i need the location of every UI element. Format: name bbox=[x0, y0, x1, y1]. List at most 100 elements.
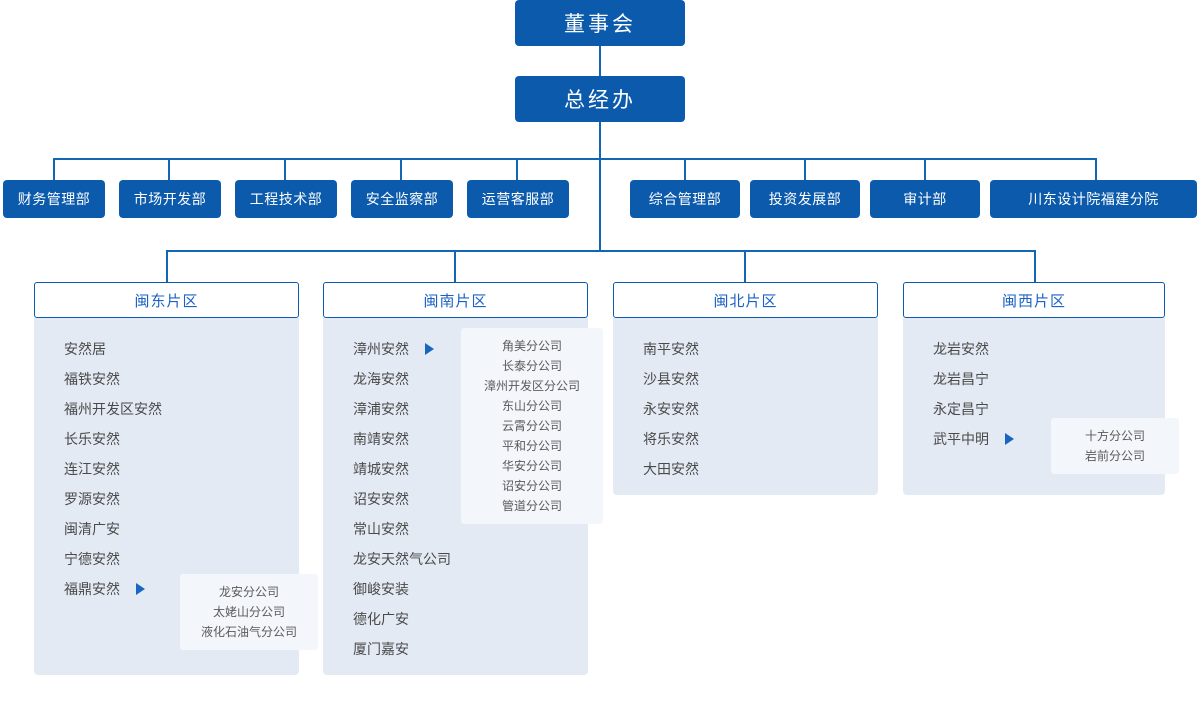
connector-gm-trunk-lower bbox=[599, 160, 601, 250]
sub-branch-item[interactable]: 漳州开发区分公司 bbox=[483, 379, 580, 393]
list-item[interactable]: 福鼎安然 bbox=[64, 574, 162, 604]
sub-branch-item[interactable]: 液化石油气分公司 bbox=[200, 625, 297, 639]
list-item[interactable]: 将乐安然 bbox=[643, 424, 699, 454]
list-item[interactable]: 大田安然 bbox=[643, 454, 699, 484]
sub-branch-item[interactable]: 长泰分公司 bbox=[501, 359, 562, 373]
member-name: 罗源安然 bbox=[64, 491, 120, 507]
member-name: 福铁安然 bbox=[64, 371, 120, 387]
sub-branch-item[interactable]: 平和分公司 bbox=[501, 439, 562, 453]
department-box-audit[interactable]: 审计部 bbox=[870, 180, 980, 218]
sub-branch-item[interactable]: 岩前分公司 bbox=[1084, 449, 1145, 463]
member-name: 龙海安然 bbox=[353, 371, 409, 387]
connector-board-to-gm bbox=[599, 46, 601, 76]
department-box-general-management[interactable]: 综合管理部 bbox=[630, 180, 740, 218]
board-of-directors-box[interactable]: 董事会 bbox=[515, 0, 685, 46]
list-item[interactable]: 南平安然 bbox=[643, 334, 699, 364]
general-manager-office-label: 总经办 bbox=[564, 89, 636, 112]
member-name: 南靖安然 bbox=[353, 431, 409, 447]
department-box-chuandong-design-institute-fujian[interactable]: 川东设计院福建分院 bbox=[990, 180, 1197, 218]
list-item[interactable]: 罗源安然 bbox=[64, 484, 162, 514]
sub-branch-item[interactable]: 华安分公司 bbox=[501, 459, 562, 473]
list-item[interactable]: 龙岩安然 bbox=[933, 334, 1014, 364]
list-item[interactable]: 安然居 bbox=[64, 334, 162, 364]
department-box-market-development[interactable]: 市场开发部 bbox=[119, 180, 221, 218]
list-item[interactable]: 德化广安 bbox=[353, 604, 451, 634]
sub-branch-item[interactable]: 十方分公司 bbox=[1084, 429, 1145, 443]
list-item[interactable]: 南靖安然 bbox=[353, 424, 451, 454]
list-item[interactable]: 厦门嘉安 bbox=[353, 634, 451, 664]
connector-drop-dept-1 bbox=[53, 158, 55, 180]
board-of-directors-label: 董事会 bbox=[564, 13, 636, 36]
department-box-investment-development[interactable]: 投资发展部 bbox=[750, 180, 860, 218]
member-name: 德化广安 bbox=[353, 611, 409, 627]
list-item[interactable]: 福州开发区安然 bbox=[64, 394, 162, 424]
list-item[interactable]: 长乐安然 bbox=[64, 424, 162, 454]
district-title: 闽西片区 bbox=[1001, 292, 1066, 310]
list-item[interactable]: 龙岩昌宁 bbox=[933, 364, 1014, 394]
member-name: 漳州安然 bbox=[353, 341, 409, 357]
district-header-minbei[interactable]: 闽北片区 bbox=[613, 282, 878, 318]
department-label: 审计部 bbox=[903, 191, 947, 207]
member-name: 福鼎安然 bbox=[64, 581, 120, 597]
sub-branch-item[interactable]: 云霄分公司 bbox=[501, 419, 562, 433]
member-name: 永安安然 bbox=[643, 401, 699, 417]
sub-branch-item[interactable]: 诏安分公司 bbox=[501, 479, 562, 493]
list-item[interactable]: 闽清广安 bbox=[64, 514, 162, 544]
connector-drop-dept-6 bbox=[684, 158, 686, 180]
connector-drop-dept-3 bbox=[284, 158, 286, 180]
connector-drop-dept-5 bbox=[516, 158, 518, 180]
list-item[interactable]: 龙海安然 bbox=[353, 364, 451, 394]
department-box-engineering-technology[interactable]: 工程技术部 bbox=[235, 180, 337, 218]
list-item[interactable]: 漳州安然 bbox=[353, 334, 451, 364]
expand-arrow-icon[interactable] bbox=[425, 343, 434, 355]
district-header-minnan[interactable]: 闽南片区 bbox=[323, 282, 588, 318]
connector-drop-district-4 bbox=[1034, 250, 1036, 282]
department-label: 财务管理部 bbox=[17, 191, 91, 207]
district-title: 闽东片区 bbox=[134, 292, 199, 310]
connector-drop-dept-4 bbox=[400, 158, 402, 180]
expand-arrow-icon[interactable] bbox=[136, 583, 145, 595]
list-item[interactable]: 常山安然 bbox=[353, 514, 451, 544]
list-item[interactable]: 永安安然 bbox=[643, 394, 699, 424]
subpanel-wuping-zhongming: 十方分公司 岩前分公司 bbox=[1051, 418, 1179, 474]
member-name: 宁德安然 bbox=[64, 551, 120, 567]
list-item[interactable]: 连江安然 bbox=[64, 454, 162, 484]
department-label: 川东设计院福建分院 bbox=[1028, 191, 1159, 207]
department-label: 综合管理部 bbox=[648, 191, 722, 207]
member-name: 永定昌宁 bbox=[933, 401, 989, 417]
member-name: 长乐安然 bbox=[64, 431, 120, 447]
sub-branch-item[interactable]: 角美分公司 bbox=[501, 339, 562, 353]
sub-branch-item[interactable]: 太姥山分公司 bbox=[212, 605, 285, 619]
member-name: 安然居 bbox=[64, 341, 106, 357]
district-title: 闽北片区 bbox=[713, 292, 778, 310]
general-manager-office-box[interactable]: 总经办 bbox=[515, 76, 685, 122]
district-header-minxi[interactable]: 闽西片区 bbox=[903, 282, 1165, 318]
district-body-minbei: 南平安然 沙县安然 永安安然 将乐安然 大田安然 bbox=[613, 318, 878, 495]
connector-drop-district-1 bbox=[166, 250, 168, 282]
list-item[interactable]: 漳浦安然 bbox=[353, 394, 451, 424]
list-item[interactable]: 福铁安然 bbox=[64, 364, 162, 394]
connector-drop-district-2 bbox=[454, 250, 456, 282]
connector-drop-dept-8 bbox=[924, 158, 926, 180]
department-box-safety-supervision[interactable]: 安全监察部 bbox=[351, 180, 453, 218]
list-item[interactable]: 永定昌宁 bbox=[933, 394, 1014, 424]
sub-branch-item[interactable]: 龙安分公司 bbox=[218, 585, 279, 599]
expand-arrow-icon[interactable] bbox=[1005, 433, 1014, 445]
list-item[interactable]: 武平中明 bbox=[933, 424, 1014, 454]
department-label: 市场开发部 bbox=[133, 191, 207, 207]
list-item[interactable]: 宁德安然 bbox=[64, 544, 162, 574]
list-item[interactable]: 龙安天然气公司 bbox=[353, 544, 451, 574]
sub-branch-item[interactable]: 东山分公司 bbox=[501, 399, 562, 413]
district-header-mindong[interactable]: 闽东片区 bbox=[34, 282, 299, 318]
connector-drop-district-3 bbox=[744, 250, 746, 282]
department-label: 运营客服部 bbox=[481, 191, 555, 207]
member-name: 漳浦安然 bbox=[353, 401, 409, 417]
member-name: 御峻安装 bbox=[353, 581, 409, 597]
list-item[interactable]: 诏安安然 bbox=[353, 484, 451, 514]
department-box-finance[interactable]: 财务管理部 bbox=[3, 180, 105, 218]
list-item[interactable]: 靖城安然 bbox=[353, 454, 451, 484]
list-item[interactable]: 御峻安装 bbox=[353, 574, 451, 604]
sub-branch-item[interactable]: 管道分公司 bbox=[501, 499, 562, 513]
list-item[interactable]: 沙县安然 bbox=[643, 364, 699, 394]
department-box-operations-customer-service[interactable]: 运营客服部 bbox=[467, 180, 569, 218]
